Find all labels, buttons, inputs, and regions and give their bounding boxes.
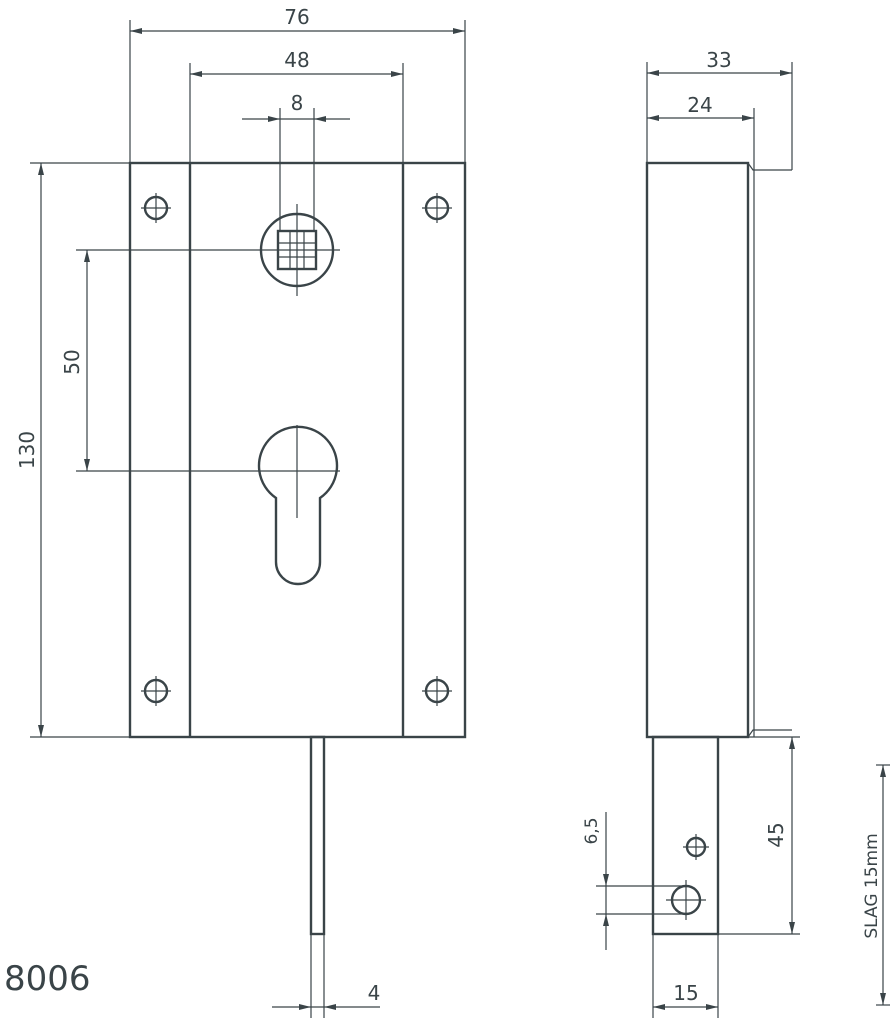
dim-label-4: 4: [368, 981, 381, 1005]
screw-hole-icon: [422, 193, 452, 223]
dim-label-33: 33: [706, 48, 731, 72]
dimension-hole: 6,5: [582, 812, 686, 950]
dimension-inner-width: 48: [189, 48, 404, 163]
dimension-total-width: 76: [129, 5, 466, 163]
front-bolt: [309, 735, 326, 936]
dim-label-50: 50: [60, 349, 84, 374]
screw-hole-icon: [141, 193, 171, 223]
side-bolt: [651, 735, 720, 936]
product-code: 8006: [4, 959, 91, 999]
dimension-bolt-width: 4: [272, 981, 380, 1010]
dimension-stroke: SLAG 15mm: [862, 764, 890, 1006]
spindle-hole-icon: [250, 204, 340, 296]
dim-label-8: 8: [291, 91, 304, 115]
dimension-bolt-length: 45: [764, 737, 795, 934]
side-case-outline: [645, 161, 750, 739]
dimension-depth-case: 24: [647, 93, 755, 163]
dimension-height: 130: [15, 162, 130, 738]
dimension-bolt-depth: 15: [652, 934, 719, 1018]
dimension-depth-total: 33: [646, 48, 793, 170]
cylinder-hole-icon: [250, 425, 340, 586]
screw-hole-icon: [683, 834, 709, 860]
screw-hole-icon: [422, 676, 452, 706]
side-view: 33 24 6,5 45: [582, 48, 890, 1018]
screw-hole-icon: [141, 676, 171, 706]
dim-label-45: 45: [764, 822, 788, 847]
dim-label-48: 48: [284, 48, 309, 72]
dim-label-76: 76: [284, 5, 309, 29]
dimension-spindle-distance: 50: [60, 249, 250, 472]
dim-label-15: 15: [673, 981, 698, 1005]
stroke-label: SLAG 15mm: [862, 833, 882, 938]
dim-label-6-5: 6,5: [582, 817, 602, 844]
dim-label-24: 24: [687, 93, 712, 117]
dimension-slot-width: 8: [242, 91, 350, 232]
dim-label-130: 130: [15, 431, 39, 469]
front-view: 76 48 8 130: [15, 5, 467, 1018]
front-plate-outline: [128, 161, 467, 739]
